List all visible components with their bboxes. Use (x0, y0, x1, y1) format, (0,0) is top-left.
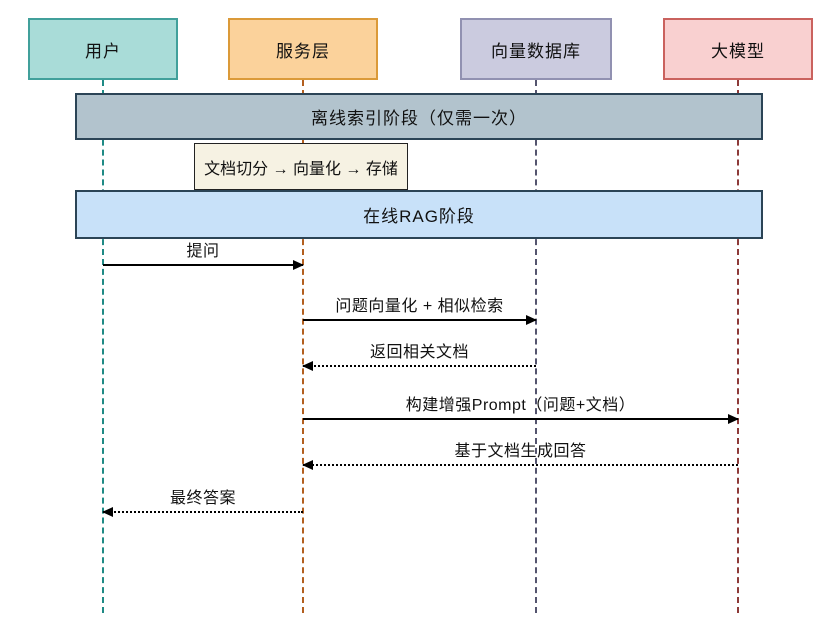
note-offline-steps: 文档切分 → 向量化 → 存储 (194, 143, 408, 190)
arrow-left-dotted (302, 361, 536, 371)
message-return-docs-label: 返回相关文档 (369, 344, 469, 361)
participant-llm-label: 大模型 (711, 41, 765, 61)
participant-llm: 大模型 (663, 18, 813, 80)
arrow-left-dotted (102, 507, 303, 517)
arrow-right-solid (103, 260, 304, 270)
message-build-prompt: 构建增强Prompt（问题+文档） (303, 397, 739, 424)
participant-service-layer-label: 服务层 (276, 41, 330, 61)
arrow-right-solid (303, 315, 537, 325)
lifeline-llm (737, 80, 739, 613)
message-vectorize-search: 问题向量化 + 相似检索 (303, 298, 537, 325)
phase-band-offline-label: 离线索引阶段（仅需一次） (311, 109, 527, 128)
message-return-docs: 返回相关文档 (302, 344, 536, 371)
participant-vector-db-label: 向量数据库 (491, 41, 581, 61)
arrow-left-dotted (302, 460, 738, 470)
phase-band-online-label: 在线RAG阶段 (363, 207, 475, 226)
participant-user: 用户 (28, 18, 178, 80)
message-generate-answer-label: 基于文档生成回答 (454, 443, 587, 460)
note-label: 文档切分 → 向量化 → 存储 (204, 160, 398, 178)
participant-vector-db: 向量数据库 (460, 18, 612, 80)
message-build-prompt-label: 构建增强Prompt（问题+文档） (405, 397, 636, 414)
message-ask-question-label: 提问 (186, 243, 220, 260)
participant-user-label: 用户 (85, 41, 121, 61)
message-final-answer-label: 最终答案 (169, 490, 236, 507)
arrow-right-solid (303, 414, 739, 424)
message-ask-question: 提问 (103, 243, 304, 270)
lifeline-user (102, 80, 104, 613)
lifeline-service-layer (302, 80, 304, 613)
participant-service-layer: 服务层 (228, 18, 378, 80)
message-vectorize-search-label: 问题向量化 + 相似检索 (335, 298, 504, 315)
phase-band-offline-indexing: 离线索引阶段（仅需一次） (75, 93, 763, 140)
message-final-answer: 最终答案 (102, 490, 303, 517)
lifeline-vector-db (535, 80, 537, 613)
phase-band-online-rag: 在线RAG阶段 (75, 190, 763, 239)
message-generate-answer: 基于文档生成回答 (302, 443, 738, 470)
